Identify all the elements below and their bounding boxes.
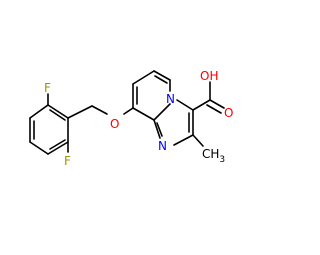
ether-oxygen-label: O: [110, 117, 119, 131]
bond: [176, 99, 194, 111]
bond: [49, 139, 66, 150]
acid-carbonyl-oxygen-label: O: [224, 106, 233, 120]
methyl-label: CH3: [202, 147, 225, 165]
bond-c-o-double-1: [209, 99, 225, 109]
bond-ch2-o: [91, 105, 108, 115]
pyridine-ring: [132, 70, 171, 121]
bond-c-cooh: [192, 99, 211, 111]
bond-c-methyl: [192, 134, 204, 147]
bond: [29, 104, 49, 119]
methyl-text: CH: [202, 147, 219, 161]
bond: [47, 104, 69, 119]
acid-hydroxyl-label: OH: [200, 69, 218, 83]
bond-ring-ch2: [67, 105, 93, 119]
bond: [156, 122, 163, 137]
methyl-subscript: 3: [219, 155, 225, 165]
bond: [173, 134, 194, 146]
bond: [49, 109, 66, 121]
bond-o-ring: [123, 107, 134, 115]
bond: [29, 141, 49, 155]
bond: [154, 75, 168, 84]
imidazole-nitrogen-label: N: [158, 139, 167, 153]
bond-c-o-double-2: [206, 104, 222, 114]
molecule-structure-canvas: F F O N N OH O CH3: [29, 69, 233, 168]
fluorine-bottom-label: F: [64, 154, 71, 168]
bond: [132, 70, 155, 85]
bond: [132, 107, 155, 121]
bond: [153, 103, 171, 121]
imidazole-ring: [153, 99, 194, 146]
bond: [47, 141, 69, 155]
molecule-structure: F F O N N OH O CH3: [29, 69, 233, 168]
difluorophenyl-ring: [29, 104, 69, 155]
bond: [153, 70, 171, 81]
bond: [153, 119, 161, 139]
pyridine-nitrogen-label: N: [166, 92, 175, 106]
fluorine-top-label: F: [44, 81, 51, 95]
